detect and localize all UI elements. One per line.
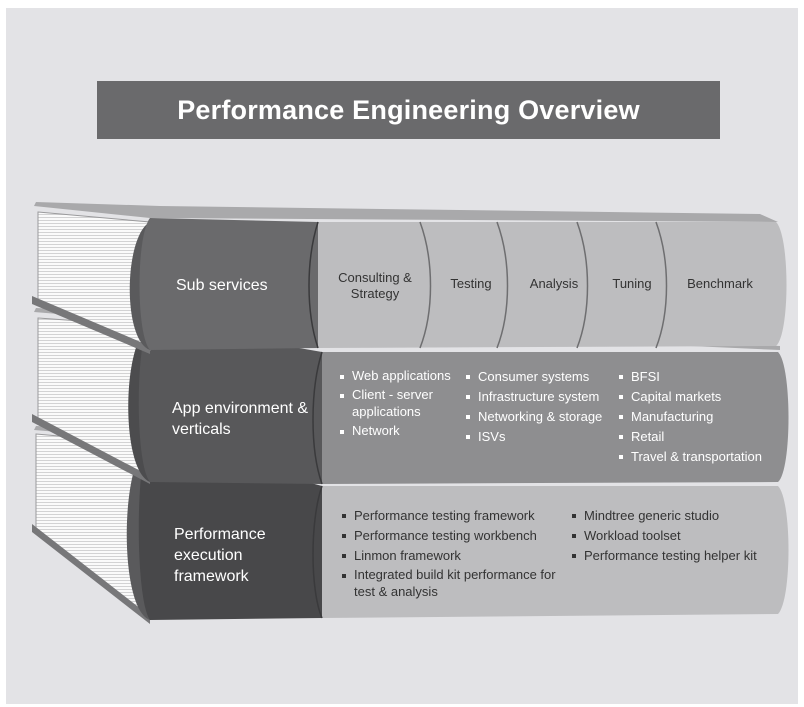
label-app-environment: App environment & verticals (172, 400, 309, 438)
list-item: Performance testing helper kit (570, 546, 780, 566)
list-item: Consumer systems (464, 367, 616, 387)
tab-tuning: Tuning (612, 276, 652, 291)
list-item: Travel & transportation (617, 447, 779, 467)
book-performance-execution (32, 426, 789, 624)
label-performance-execution: Performance execution framework (174, 526, 266, 585)
title-banner: Performance Engineering Overview (97, 81, 720, 139)
list-item: Infrastructure system (464, 387, 616, 407)
app-env-list-2: Consumer systems Infrastructure system N… (464, 367, 616, 447)
diagram-title: Performance Engineering Overview (177, 94, 640, 125)
list-item: Performance testing workbench (340, 526, 566, 546)
list-item: Performance testing framework (340, 506, 566, 526)
list-item: Client - server applications (338, 386, 462, 420)
list-item: Networking & storage (464, 407, 616, 427)
list-item: Linmon framework (340, 546, 566, 566)
app-env-list-1: Web applications Client - server applica… (338, 367, 462, 439)
app-env-list-3: BFSI Capital markets Manufacturing Retai… (617, 367, 779, 467)
list-item: BFSI (617, 367, 779, 387)
tab-benchmark: Benchmark (687, 276, 753, 291)
book-sub-services (32, 202, 787, 354)
exec-list-2: Mindtree generic studio Workload toolset… (570, 506, 780, 566)
list-item: Retail (617, 427, 779, 447)
tab-testing: Testing (450, 276, 492, 291)
list-item: Mindtree generic studio (570, 506, 780, 526)
list-item: ISVs (464, 427, 616, 447)
list-item: Capital markets (617, 387, 779, 407)
list-item: Manufacturing (617, 407, 779, 427)
list-item: Network (338, 422, 462, 439)
list-item: Workload toolset (570, 526, 780, 546)
tab-consulting-strategy: Consulting & Strategy (338, 270, 412, 301)
label-sub-services: Sub services (176, 277, 268, 294)
exec-list-1: Performance testing framework Performanc… (340, 506, 566, 600)
tab-analysis: Analysis (529, 276, 579, 291)
list-item: Web applications (338, 367, 462, 384)
list-item: Integrated build kit performance for tes… (340, 566, 566, 600)
